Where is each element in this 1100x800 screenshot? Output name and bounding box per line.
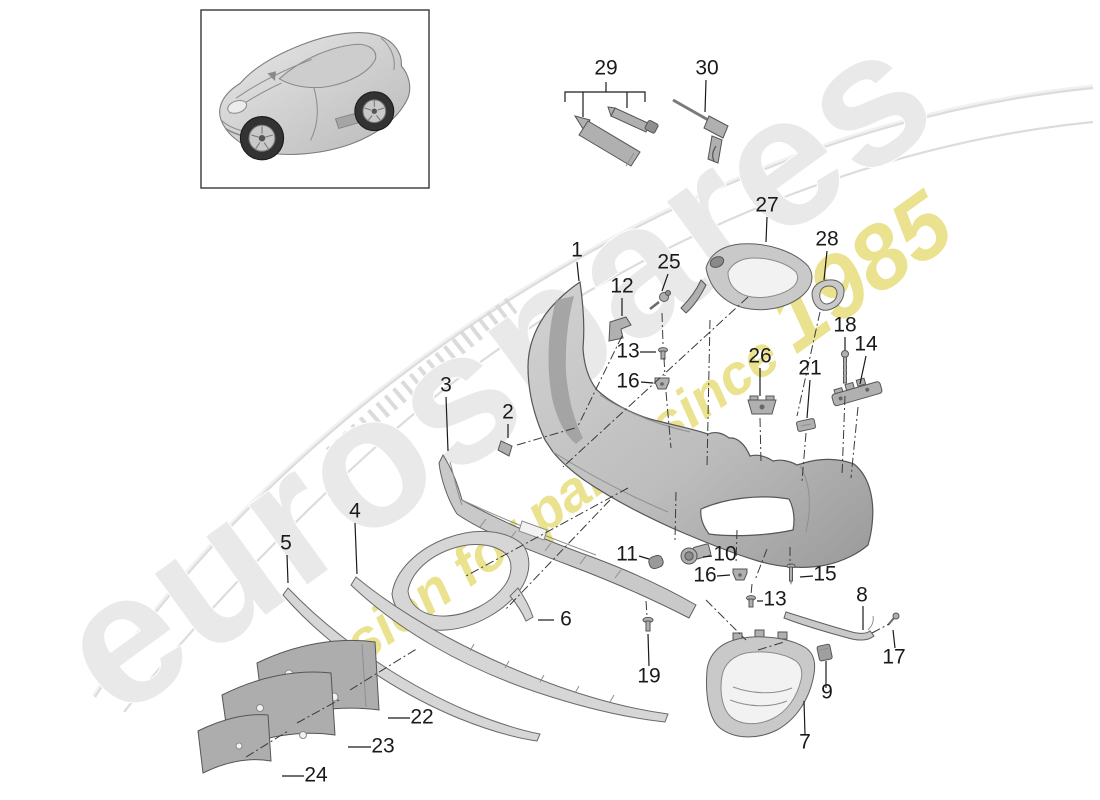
assembly-axis-lines [245,296,890,758]
part-callout-30: 30 [695,57,718,80]
part-callout-22: 22 [410,706,433,729]
part-callout-19: 19 [637,665,660,688]
part-28-frame-gasket [811,279,845,311]
part-29-sealant-kit [573,106,659,167]
part-1-front-bumper [527,280,874,568]
part-14-mounting-rail [831,377,883,407]
part-24-license-plate-filler [197,714,272,774]
part-callout-25: 25 [657,251,680,274]
part-7-fog-light-grille [706,629,816,738]
part-11-sensor-cap [648,554,664,570]
part-callout-6: 6 [560,608,572,631]
part-callout-7: 7 [799,731,811,754]
part-13-expander-rivet [658,347,668,360]
part-6-grille-surround [391,530,534,631]
part-3-bumper-support-panel [438,453,697,619]
part-10-parking-sensor [680,543,712,565]
part-callout-26: 26 [748,345,771,368]
part-27-air-duct [680,243,813,314]
watermark-brand: eurospares [20,0,969,754]
part-17-screw [887,612,900,626]
part-callout-13-2: 13 [763,588,786,611]
part-callout-10: 10 [713,543,736,566]
part-25-screw [649,290,671,310]
part-callout-8: 8 [856,584,868,607]
part-callout-23: 23 [371,735,394,758]
vehicle-thumbnail-box [200,9,430,189]
callout-leader-lines [282,79,896,777]
part-callout-9: 9 [821,681,833,704]
rear-wheel-icon [354,91,395,132]
part-30-cartridge-gun [672,98,729,164]
part-callout-16: 16 [616,370,639,393]
part-21-clip [796,418,816,432]
part-callout-17: 17 [882,646,905,669]
part-callout-2: 2 [502,401,514,424]
part-callout-5: 5 [280,532,292,555]
part-16-clip-nut-lower [732,568,748,581]
part-callout-29: 29 [594,57,617,80]
part-callout-21: 21 [798,357,821,380]
part-callout-14: 14 [854,333,878,356]
part-callout-27: 27 [755,194,778,217]
part-2-clip [497,440,513,457]
part-callout-16-2: 16 [693,564,716,587]
callout-numbers: 1234567891011121313141516161718192122232… [280,57,906,787]
part-callout-11: 11 [616,543,638,566]
part-12-bracket [608,316,632,342]
part-8-trim-strip [783,611,875,641]
part-26-bracket-clip [747,395,777,415]
part-9-bracket [816,643,833,662]
part-callout-24: 24 [304,764,328,787]
part-callout-13: 13 [616,340,639,363]
part-callout-3: 3 [440,374,452,397]
part-13-expander-rivet-lower [746,595,756,608]
part-16-clip-nut [654,377,670,390]
part-15-screw [786,563,796,585]
part-18-screw [841,350,849,384]
part-19-clip [642,616,654,632]
part-callout-18: 18 [833,314,856,337]
front-wheel-icon [239,116,285,161]
part-callout-28: 28 [815,228,838,251]
porsche-car-icon [219,32,411,161]
part-callout-15: 15 [813,563,836,586]
part-callout-12: 12 [610,275,633,298]
part-callout-1: 1 [571,239,583,262]
part-4-spoiler-trim-strip [350,576,669,723]
part-callout-4: 4 [349,500,361,523]
